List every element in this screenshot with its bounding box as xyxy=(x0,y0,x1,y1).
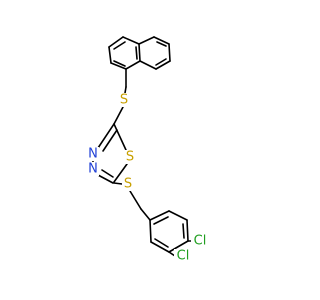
benzene-bond xyxy=(168,240,189,253)
naphthalene-ring-b-bond xyxy=(168,43,171,62)
atom-cl-lower: Cl xyxy=(174,249,192,264)
thiadiazole-bond xyxy=(97,123,115,149)
atom-s-ring-label: S xyxy=(126,150,134,165)
atom-s-top-label: S xyxy=(120,93,128,108)
atom-cl-lower-label: Cl xyxy=(177,249,190,264)
thiadiazole-double-bond xyxy=(102,129,118,152)
naphthalene-ring-a-bond xyxy=(138,43,141,62)
thiadiazole-bond xyxy=(113,123,127,151)
atom-n-lower: N xyxy=(87,162,99,177)
naphthalene-double-bond xyxy=(113,41,126,50)
benzene-bond xyxy=(149,210,170,221)
naphthalene-double-bond xyxy=(155,58,167,66)
thiadiazole-s-bond xyxy=(113,182,123,185)
atom-n-lower-label: N xyxy=(88,162,98,177)
atom-s-bottom: S xyxy=(122,177,134,192)
s-thiadiazole-bond xyxy=(113,106,124,125)
thiadiazole-bond xyxy=(113,163,128,183)
naphthalene-ring-b-bond xyxy=(139,60,157,70)
ch2-benzene-bond xyxy=(140,208,151,221)
naphthalene-double-bond xyxy=(156,41,167,47)
structure-svg: S S S N N Cl C xyxy=(87,36,209,264)
atom-n-upper: N xyxy=(87,147,99,162)
naphthalene-ring-b-bond xyxy=(153,36,170,45)
benzene-double-bond xyxy=(182,223,185,239)
atom-cl-upper: Cl xyxy=(191,234,209,249)
benzene-bond xyxy=(150,241,170,253)
benzene-bond xyxy=(186,219,189,242)
atom-labels-layer: S S S N N Cl C xyxy=(87,93,209,264)
benzene-bond xyxy=(168,210,188,221)
bonds-layer xyxy=(92,36,193,257)
naphthalene-double-bond xyxy=(135,46,138,60)
thiadiazole-double-bond xyxy=(101,169,114,178)
naphthalene-ring-a-bond xyxy=(122,36,140,45)
atom-s-top: S xyxy=(118,93,130,108)
naphthalene-ring-a-bond xyxy=(125,60,141,70)
benzene-double-bond xyxy=(153,216,169,225)
benzene-bond xyxy=(149,219,152,243)
naphthalene-double-bond xyxy=(113,60,126,67)
naphthalene-ring-a-bond xyxy=(108,36,124,48)
molecule-diagram: S S S N N Cl C xyxy=(87,36,209,264)
benzene-double-bond xyxy=(154,238,169,248)
atom-n-upper-label: N xyxy=(88,147,98,162)
atom-s-ring: S xyxy=(124,150,136,165)
ch2-s-bond xyxy=(124,86,127,94)
naphthalene-ring-a-bond xyxy=(108,46,112,64)
atom-s-bottom-label: S xyxy=(124,177,132,192)
naphthalene-ring-a-bond xyxy=(110,62,127,70)
atom-cl-upper-label: Cl xyxy=(194,234,207,249)
s-ch2-bond xyxy=(129,190,142,210)
naphthalene-ring-b-bond xyxy=(155,60,171,70)
naphthalene-ring-b-bond xyxy=(138,36,155,45)
thiadiazole-bond xyxy=(97,174,114,184)
